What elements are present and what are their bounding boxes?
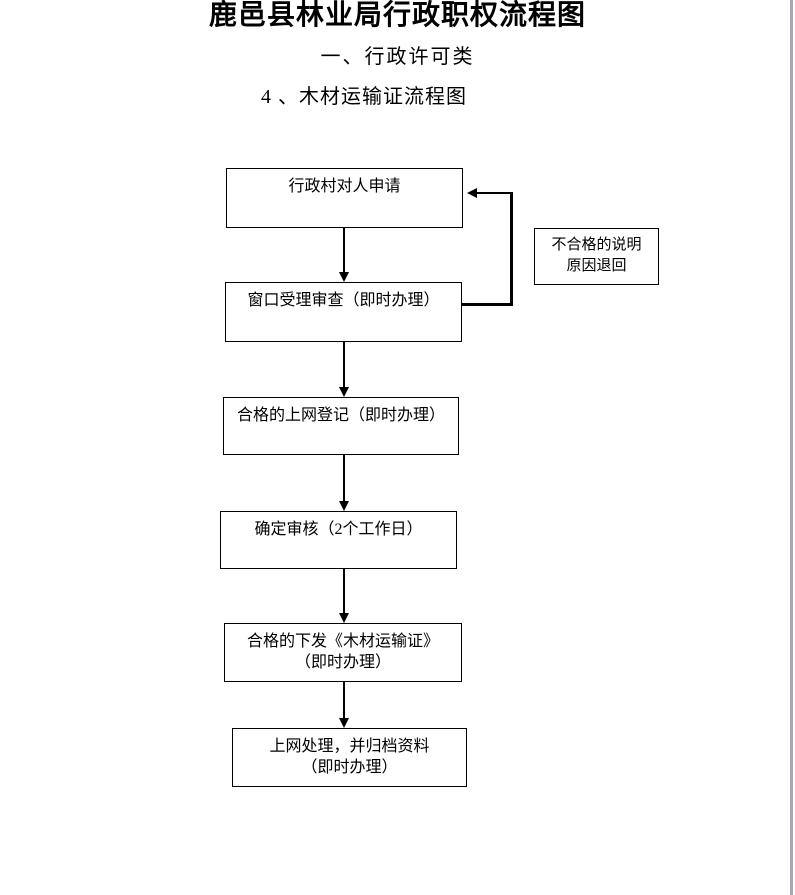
arrow-down-icon (339, 272, 349, 282)
flow-step-archive: 上网处理，并归档资料 （即时办理） (232, 728, 467, 787)
flow-step-label: 行政村对人申请 (288, 178, 401, 195)
page-title: 鹿邑县林业局行政职权流程图 (208, 0, 586, 31)
arrow-down-icon (339, 613, 349, 623)
loop-bottom-line (462, 303, 513, 306)
flow-step-label: （即时办理） (294, 654, 391, 671)
flow-step-issue-certificate: 合格的下发《木材运输证》 （即时办理） (224, 623, 462, 682)
flow-step-confirm-audit: 确定审核（2个工作日） (220, 511, 457, 569)
page-edge (790, 0, 793, 895)
arrow-down-icon (339, 501, 349, 511)
loop-vertical-line (510, 192, 513, 306)
flow-step-apply: 行政村对人申请 (226, 168, 463, 228)
flow-step-label: 合格的下发《木材运输证》 (246, 633, 439, 650)
arrow-line (343, 342, 345, 387)
flow-step-label: 上网处理，并归档资料 (269, 738, 430, 755)
flow-step-label: （即时办理） (301, 759, 398, 776)
flow-side-box-reject: 不合格的说明 原因退回 (534, 228, 659, 285)
flowchart-subtitle: 4 、木材运输证流程图 (261, 86, 467, 108)
flow-step-label: 不合格的说明 (551, 237, 642, 253)
flow-step-window-review: 窗口受理审查（即时办理） (225, 282, 462, 342)
section-subtitle: 一、行政许可类 (320, 46, 475, 68)
arrow-down-icon (339, 387, 349, 397)
arrow-line (343, 455, 345, 501)
flow-step-label: 原因退回 (566, 258, 627, 274)
arrow-line (343, 228, 345, 272)
flow-step-label: 合格的上网登记（即时办理） (236, 407, 445, 424)
arrow-line (343, 682, 345, 718)
flow-step-label: 确定审核（2个工作日） (254, 521, 423, 538)
arrow-left-icon (467, 188, 477, 198)
arrow-down-icon (339, 718, 349, 728)
flow-step-label: 窗口受理审查（即时办理） (247, 292, 440, 309)
arrow-line (343, 569, 345, 613)
flow-step-online-register: 合格的上网登记（即时办理） (223, 397, 459, 455)
loop-top-line (477, 192, 513, 194)
